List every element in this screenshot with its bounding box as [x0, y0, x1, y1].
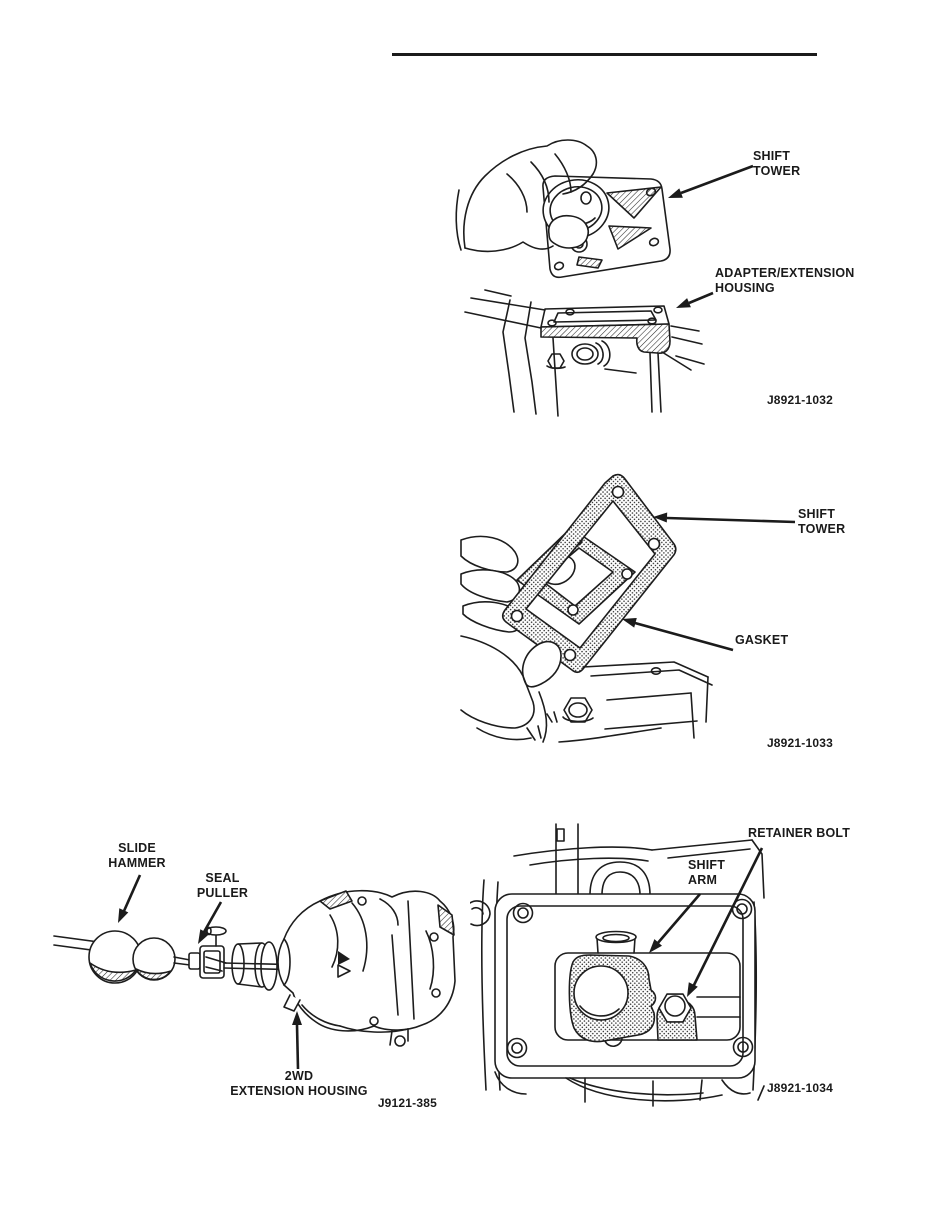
housing-below: [526, 661, 713, 743]
callout-shift-arm: SHIFT ARM: [688, 858, 726, 887]
figure-shift-arm: [470, 810, 860, 1110]
retainer-bolt-part: [656, 993, 698, 1041]
illustration-seal-removal: [53, 874, 456, 1070]
header-rule: [392, 53, 817, 56]
slide-hammer-tool: [53, 930, 201, 984]
illustration-gasket-install: [460, 473, 796, 743]
leader-arrows: [668, 164, 754, 308]
hand: [460, 535, 523, 633]
callout-shift-tower-fig2: SHIFT TOWER: [798, 507, 846, 536]
leader-arrows: [649, 847, 764, 997]
callout-2wd-extension-housing: 2WD EXTENSION HOUSING: [230, 1069, 368, 1098]
figure-shift-tower-install: [455, 130, 855, 422]
figure-gasket-install: [455, 470, 855, 766]
figure-id-j8921-1033: J8921-1033: [766, 736, 833, 750]
callout-gasket: GASKET: [735, 633, 789, 647]
gasket-frame: [501, 473, 677, 674]
case-lower: [494, 1071, 765, 1107]
callout-adapter-extension-housing: ADAPTER/EXTENSION HOUSING: [715, 266, 855, 295]
seal-puller-tool: [199, 926, 227, 979]
figure-id-j8921-1034: J8921-1034: [766, 1081, 833, 1095]
figure-seal-removal: [40, 835, 460, 1120]
callout-slide-hammer: SLIDE HAMMER: [108, 841, 166, 870]
extension-housing: [277, 889, 456, 1047]
hand: [455, 139, 598, 253]
figure-id-j8921-1032: J8921-1032: [766, 393, 833, 407]
illustration-shift-arm: [470, 823, 765, 1107]
adapter-housing: [464, 289, 705, 417]
figure-id-j9121-385: J9121-385: [377, 1096, 437, 1110]
thumb: [460, 635, 562, 743]
illustration-shift-tower-install: [455, 139, 754, 417]
leader-arrows: [118, 874, 302, 1070]
shift-arm-part: [568, 930, 657, 1047]
callout-shift-tower-fig1: SHIFT TOWER: [753, 149, 801, 178]
callout-seal-puller: SEAL PULLER: [196, 871, 249, 900]
callout-retainer-bolt: RETAINER BOLT: [748, 826, 851, 840]
leader-arrows: [622, 512, 796, 652]
